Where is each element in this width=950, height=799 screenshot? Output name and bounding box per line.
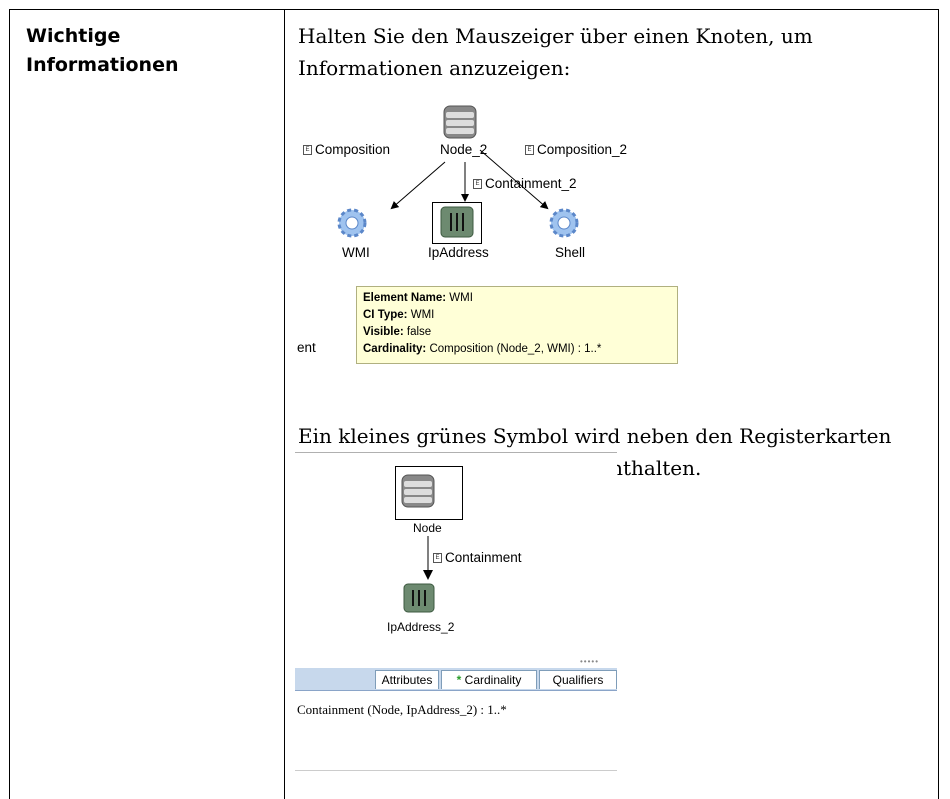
node-box[interactable] <box>395 466 463 520</box>
tab-bar: Attributes * Cardinality Qualifiers <box>295 668 617 691</box>
topology-edges <box>390 149 549 210</box>
element-icon: E <box>473 179 482 190</box>
database-icon[interactable] <box>442 104 478 140</box>
tab-qualifiers[interactable]: Qualifiers <box>539 670 617 689</box>
column-divider <box>284 10 285 799</box>
ip-address-icon[interactable] <box>432 202 482 244</box>
row-label: Wichtige Informationen <box>26 25 179 76</box>
gear-icon[interactable] <box>547 206 581 240</box>
top-divider <box>295 452 617 453</box>
cardinality-content: Containment (Node, IpAddress_2) : 1..* <box>297 702 507 717</box>
green-star-icon: * <box>456 673 462 687</box>
tab-attributes[interactable]: Attributes <box>375 670 439 689</box>
edge-arrow <box>423 536 433 580</box>
bottom-divider <box>295 770 617 771</box>
element-icon: E <box>525 145 534 156</box>
node-top-label: Node_2 <box>440 142 488 157</box>
node-center-label: IpAddress <box>428 245 489 260</box>
element-icon: E <box>433 553 442 564</box>
clipped-text: ent <box>297 340 316 355</box>
node-label: Node <box>413 521 442 535</box>
splitter-handle[interactable]: ••••• <box>580 657 600 666</box>
gear-icon[interactable] <box>335 206 369 240</box>
node-tooltip: Element Name: WMI CI Type: WMI Visible: … <box>356 286 678 364</box>
tab-cardinality[interactable]: * Cardinality <box>441 670 537 689</box>
ip-address-icon[interactable] <box>402 582 436 614</box>
ip-label: IpAddress_2 <box>387 620 455 634</box>
node-left-label: WMI <box>342 245 370 260</box>
description-paragraph-1: Halten Sie den Mauszeiger über einen Kno… <box>298 24 813 80</box>
element-icon: E <box>303 145 312 156</box>
node-right-label: Shell <box>555 245 586 260</box>
